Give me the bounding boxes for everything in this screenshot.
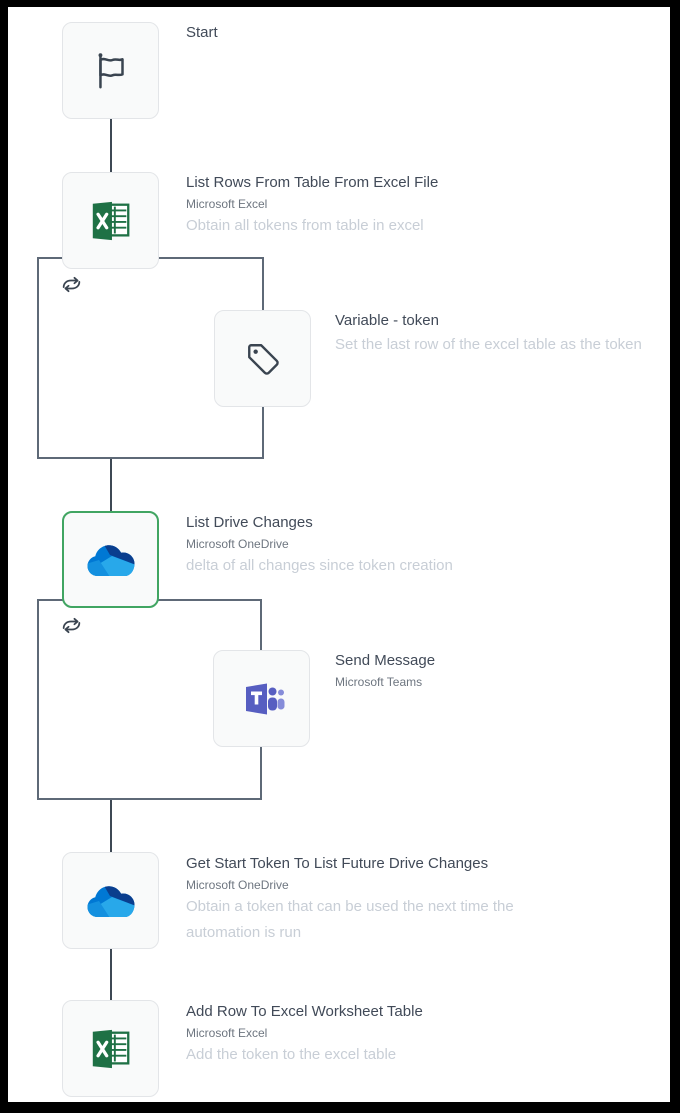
node-title: List Drive Changes — [186, 514, 313, 531]
loop-icon — [62, 617, 81, 634]
teams-icon — [245, 683, 284, 714]
flag-icon — [98, 52, 124, 89]
node-subtitle: Microsoft OneDrive — [186, 537, 289, 551]
node-list-drive-changes-label: List Drive Changes Microsoft OneDrive de… — [186, 513, 666, 579]
node-get-start-token[interactable] — [62, 852, 159, 949]
node-description: Add the token to the excel table — [186, 1046, 397, 1063]
connector-onedrive-to-excel — [110, 949, 112, 1001]
node-get-start-token-label: Get Start Token To List Future Drive Cha… — [186, 854, 666, 946]
node-send-message-label: Send Message Microsoft Teams — [335, 651, 670, 690]
node-title: List Rows From Table From Excel File — [186, 174, 439, 191]
node-variable-label: Variable - token Set the last row of the… — [335, 311, 670, 358]
node-start-label: Start — [186, 23, 666, 43]
node-title: Variable - token — [335, 312, 439, 329]
node-subtitle: Microsoft Excel — [186, 197, 268, 211]
node-subtitle: Microsoft Teams — [335, 675, 423, 689]
node-list-rows-label: List Rows From Table From Excel File Mic… — [186, 173, 666, 239]
onedrive-icon — [87, 544, 134, 576]
node-title: Get Start Token To List Future Drive Cha… — [186, 855, 489, 872]
node-add-row-label: Add Row To Excel Worksheet Table Microso… — [186, 1002, 666, 1068]
node-title: Add Row To Excel Worksheet Table — [186, 1003, 423, 1020]
connector-loop1-to-onedrive — [110, 458, 112, 512]
node-add-row-to-excel[interactable] — [62, 1000, 159, 1097]
node-description: Obtain all tokens from table in excel — [186, 217, 424, 234]
loop-icon — [62, 276, 81, 293]
node-description: delta of all changes since token creatio… — [186, 557, 453, 574]
connector-loop2-to-onedrive — [110, 799, 112, 853]
node-send-message[interactable] — [213, 650, 310, 747]
node-description: Set the last row of the excel table as t… — [335, 336, 642, 353]
node-start[interactable] — [62, 22, 159, 119]
excel-icon — [92, 1029, 129, 1068]
node-title: Send Message — [335, 652, 436, 669]
tag-icon — [247, 343, 279, 375]
node-subtitle: Microsoft Excel — [186, 1026, 268, 1040]
node-description: Obtain a token that can be used the next… — [186, 898, 514, 941]
node-title: Start — [186, 24, 218, 41]
node-list-drive-changes[interactable] — [62, 511, 159, 608]
node-subtitle: Microsoft OneDrive — [186, 878, 289, 892]
onedrive-icon — [87, 885, 134, 917]
node-list-rows-from-table[interactable] — [62, 172, 159, 269]
connector-start-to-excel — [110, 119, 112, 172]
node-variable-token[interactable] — [214, 310, 311, 407]
excel-icon — [92, 201, 129, 240]
